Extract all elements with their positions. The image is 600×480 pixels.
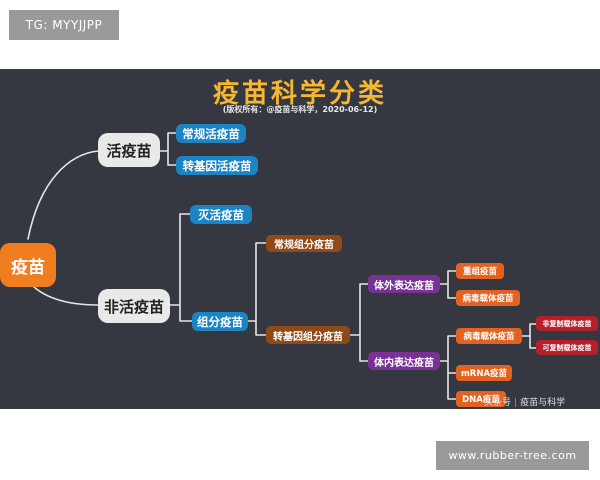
node-live-transgenic: 转基因活疫苗 — [176, 156, 258, 175]
connector-live-children — [159, 132, 177, 166]
node-vaccine-root: 疫苗 — [0, 243, 56, 287]
node-viral-vector-invitro: 病毒载体疫苗 — [456, 290, 520, 306]
node-in-vitro-expression: 体外表达疫苗 — [368, 275, 440, 293]
connector-invivo-children — [439, 335, 457, 400]
node-in-vivo-expression: 体内表达疫苗 — [368, 352, 440, 370]
credit-author: 疫苗与科学 — [520, 398, 566, 408]
connector-invitro-children — [439, 270, 457, 299]
watermark-bottom: www.rubber-tree.com — [436, 441, 589, 470]
node-mrna: mRNA疫苗 — [456, 365, 512, 381]
connector-root-live — [27, 150, 99, 240]
node-live-vaccine: 活疫苗 — [98, 133, 160, 167]
node-non-replicating-vector: 非复制载体疫苗 — [536, 316, 598, 331]
node-live-conventional: 常规活疫苗 — [176, 124, 246, 143]
diagram-title: 疫苗科学分类 — [212, 79, 387, 109]
source-credit: 头条号|疫苗与科学 — [484, 395, 565, 408]
node-dna: DNA疫苗 — [456, 391, 506, 407]
watermark-top: TG: MYYJJPP — [9, 10, 119, 40]
connector-transgenic-children — [349, 283, 369, 362]
node-subunit: 组分疫苗 — [192, 312, 248, 331]
connector-vector-children — [521, 323, 537, 349]
node-recombinant: 重组疫苗 — [456, 263, 504, 279]
credit-separator: | — [514, 398, 518, 408]
node-inactivated: 灭活疫苗 — [190, 205, 252, 224]
node-subunit-conventional: 常规组分疫苗 — [266, 235, 342, 252]
node-subunit-transgenic: 转基因组分疫苗 — [266, 326, 350, 344]
node-viral-vector-invivo: 病毒载体疫苗 — [456, 328, 522, 344]
connector-nonlive-children — [169, 213, 193, 322]
node-replicating-vector: 可复制载体疫苗 — [536, 340, 598, 355]
node-nonlive-vaccine: 非活疫苗 — [98, 289, 170, 323]
diagram-subtitle: (版权所有：@疫苗与科学，2020-06-12) — [222, 105, 378, 114]
vaccine-classification-diagram: 疫苗科学分类 (版权所有：@疫苗与科学，2020-06-12) 疫苗 活疫苗 常… — [0, 69, 600, 409]
credit-platform: 头条号 — [484, 398, 512, 408]
connector-subunit-children — [247, 242, 267, 336]
